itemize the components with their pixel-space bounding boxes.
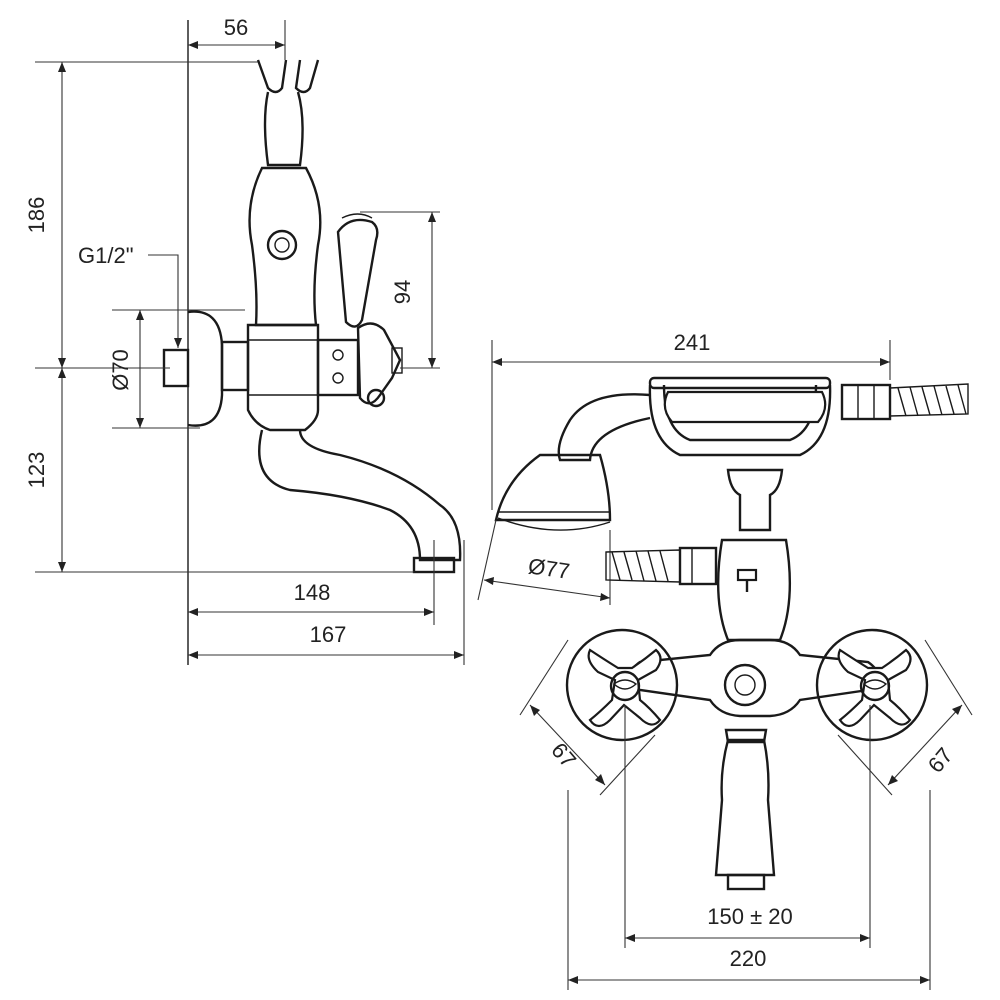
flange-left [565,628,679,742]
handle-right-cap [859,670,891,702]
arrow-56-left [188,41,198,49]
ext-line-67-right-b [837,734,893,796]
wall-flange [187,310,224,427]
diverter-mark [736,568,758,582]
arrow-123-top [58,368,66,378]
arrow-220-right [920,976,930,984]
arrow-70-bottom [136,418,144,428]
arrow-167-left [188,651,198,659]
dim-label-186: 186 [24,197,49,234]
arrow-67-left-b [595,774,605,785]
diverter-knob [356,322,402,405]
arrow-67-right-b [888,775,898,785]
arrow-123-bottom [58,562,66,572]
side-view: 56 186 123 Ø70 G1/2" 94 [24,15,465,665]
cradle-fork [256,59,320,94]
thread-label: G1/2" [78,243,134,268]
center-nut-outer [723,663,767,707]
arrow-56-right [275,41,285,49]
center-nut-inner [734,674,756,696]
shower-head-face [497,517,611,531]
arrow-77-right [600,593,610,601]
dim-label-70: Ø70 [108,349,133,391]
handle-left-indicator [612,679,638,690]
front-spout-outlet [726,873,766,891]
dim-label-77: Ø77 [527,553,572,584]
ext-line-67-right-a [924,639,973,716]
cradle-bar [648,376,832,390]
lever-cap [341,213,373,219]
arrow-148-left [188,608,198,616]
ext-line-77-left [477,519,497,601]
diverter-cap [391,347,403,374]
hose-right [889,383,969,417]
hose-nut [857,384,875,420]
hose-connector [840,383,892,421]
cross-handle-left [587,648,662,728]
dim-line-67-left [529,704,606,786]
dim-label-123: 123 [24,452,49,489]
diverter-bolt-top [332,349,344,361]
riser-screw-inner [274,237,290,253]
arrow-150-left [625,934,635,942]
arrow-70-top [136,310,144,320]
dim-label-94: 94 [390,280,415,304]
dim-label-150: 150 ± 20 [707,904,792,929]
handle-right-indicator [862,679,888,690]
dim-label-220: 220 [730,946,767,971]
cross-handle-right [837,648,912,728]
dim-line-67-right [887,704,963,786]
arrow-186-bottom [58,358,66,368]
diverter-housing [316,338,360,397]
diverter-bolt-bottom [332,372,344,384]
riser-screw-outer [266,229,298,261]
arrow-167-right [454,651,464,659]
flange-right [815,628,929,742]
wall-connector [220,340,250,392]
hose-left-coils [611,550,669,582]
mixer-body [246,323,320,432]
dim-label-67-left: 67 [546,738,581,773]
arrow-241-right [880,358,890,366]
handshower-grip [663,390,827,424]
dim-line-77 [483,579,611,599]
shower-head [494,453,612,522]
arrow-77-left [484,577,494,585]
cradle-loop [648,384,832,457]
arrow-94-top [428,212,436,222]
spout [258,429,462,562]
arrow-241-left [492,358,502,366]
dim-label-67-right: 67 [923,743,958,778]
cradle-neck [263,91,304,167]
hose-right-coils [897,384,967,417]
arrow-150-right [860,934,870,942]
spout-collar [724,728,768,744]
dim-label-148: 148 [294,580,331,605]
ext-line-67-left-b [599,734,656,796]
arrow-67-right-a [952,705,962,715]
dim-label-241: 241 [674,330,711,355]
thread-arrow [174,338,182,348]
arrow-186-top [58,62,66,72]
dim-label-167: 167 [310,622,347,647]
diverter-body [716,538,792,642]
front-spout [714,738,776,877]
hose-left-connector [678,546,718,586]
dim-label-56: 56 [224,15,248,40]
front-view: 241 Ø77 [477,330,973,990]
arrow-67-left-a [530,705,540,716]
riser-column [726,468,784,532]
ext-line-67-left-a [519,639,569,716]
handle-left-cap [609,670,641,702]
diverter-knob-end [366,388,386,408]
arrow-148-right [424,608,434,616]
handshower-neck [557,393,651,462]
arrow-220-left [568,976,578,984]
arrow-94-bottom [428,358,436,368]
riser-body [248,166,322,327]
thread-leader [148,254,179,348]
lever-handle [336,218,379,328]
